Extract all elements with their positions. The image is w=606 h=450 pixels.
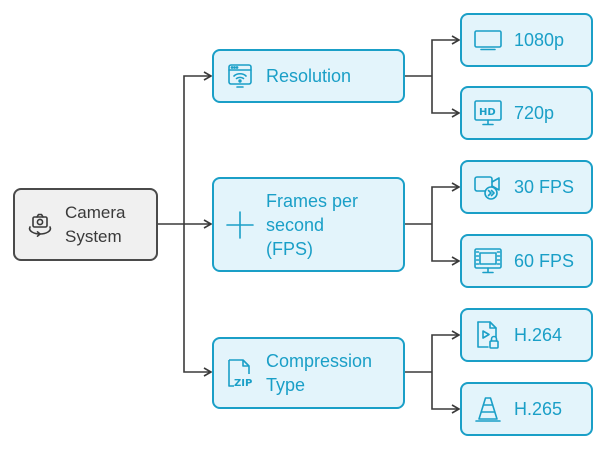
connector-fps-to-60fps (431, 224, 461, 266)
connector-fps-to-30fps (431, 182, 461, 224)
video-camera-fast-forward-icon (462, 172, 514, 202)
zip-file-icon: ZIP (214, 357, 266, 389)
leaf-node-720p[interactable]: HD 720p (460, 86, 593, 140)
leaf-label-30fps: 30 FPS (514, 177, 575, 197)
hd-monitor-icon: HD (462, 99, 514, 127)
connector-resolution-to-1080p (431, 35, 461, 76)
branch-label-compression: Compression Type (266, 351, 373, 395)
leaf-node-60fps[interactable]: 60 FPS (460, 234, 593, 288)
leaf-label-1080p: 1080p (514, 30, 565, 50)
branch-node-resolution[interactable]: Resolution (212, 49, 405, 103)
leaf-label-60fps: 60 FPS (514, 251, 575, 271)
camera-rotate-icon (15, 210, 65, 240)
traffic-cone-icon (462, 394, 514, 424)
root-node-camera-system[interactable]: Camera System (13, 188, 158, 261)
connector-compression-to-h265 (431, 372, 461, 414)
svg-text:ZIP: ZIP (234, 378, 252, 389)
leaf-node-h265[interactable]: H.265 (460, 382, 593, 436)
leaf-node-h264[interactable]: H.264 (460, 308, 593, 362)
root-label: Camera System (65, 202, 126, 246)
leaf-label-720p: 720p (514, 103, 555, 123)
plus-icon (214, 210, 266, 240)
leaf-node-30fps[interactable]: 30 FPS (460, 160, 593, 214)
connector-resolution-to-720p (431, 76, 461, 118)
tv-icon (462, 28, 514, 52)
connector-root-to-compression (183, 224, 213, 377)
branch-node-compression-type[interactable]: ZIP Compression Type (212, 337, 405, 409)
leaf-node-1080p[interactable]: 1080p (460, 13, 593, 67)
leaf-label-h264: H.264 (514, 325, 563, 345)
connector-compression-to-h264 (431, 330, 461, 372)
connector-root-to-resolution (183, 71, 213, 224)
locked-video-file-icon (462, 319, 514, 351)
svg-text:HD: HD (479, 107, 496, 118)
branch-label-fps: Frames per second (FPS) (266, 190, 359, 259)
branch-label-resolution: Resolution (266, 66, 352, 86)
film-screen-icon (462, 247, 514, 275)
wifi-screen-icon (214, 62, 266, 90)
branch-node-fps[interactable]: Frames per second (FPS) (212, 177, 405, 272)
leaf-label-h265: H.265 (514, 399, 563, 419)
